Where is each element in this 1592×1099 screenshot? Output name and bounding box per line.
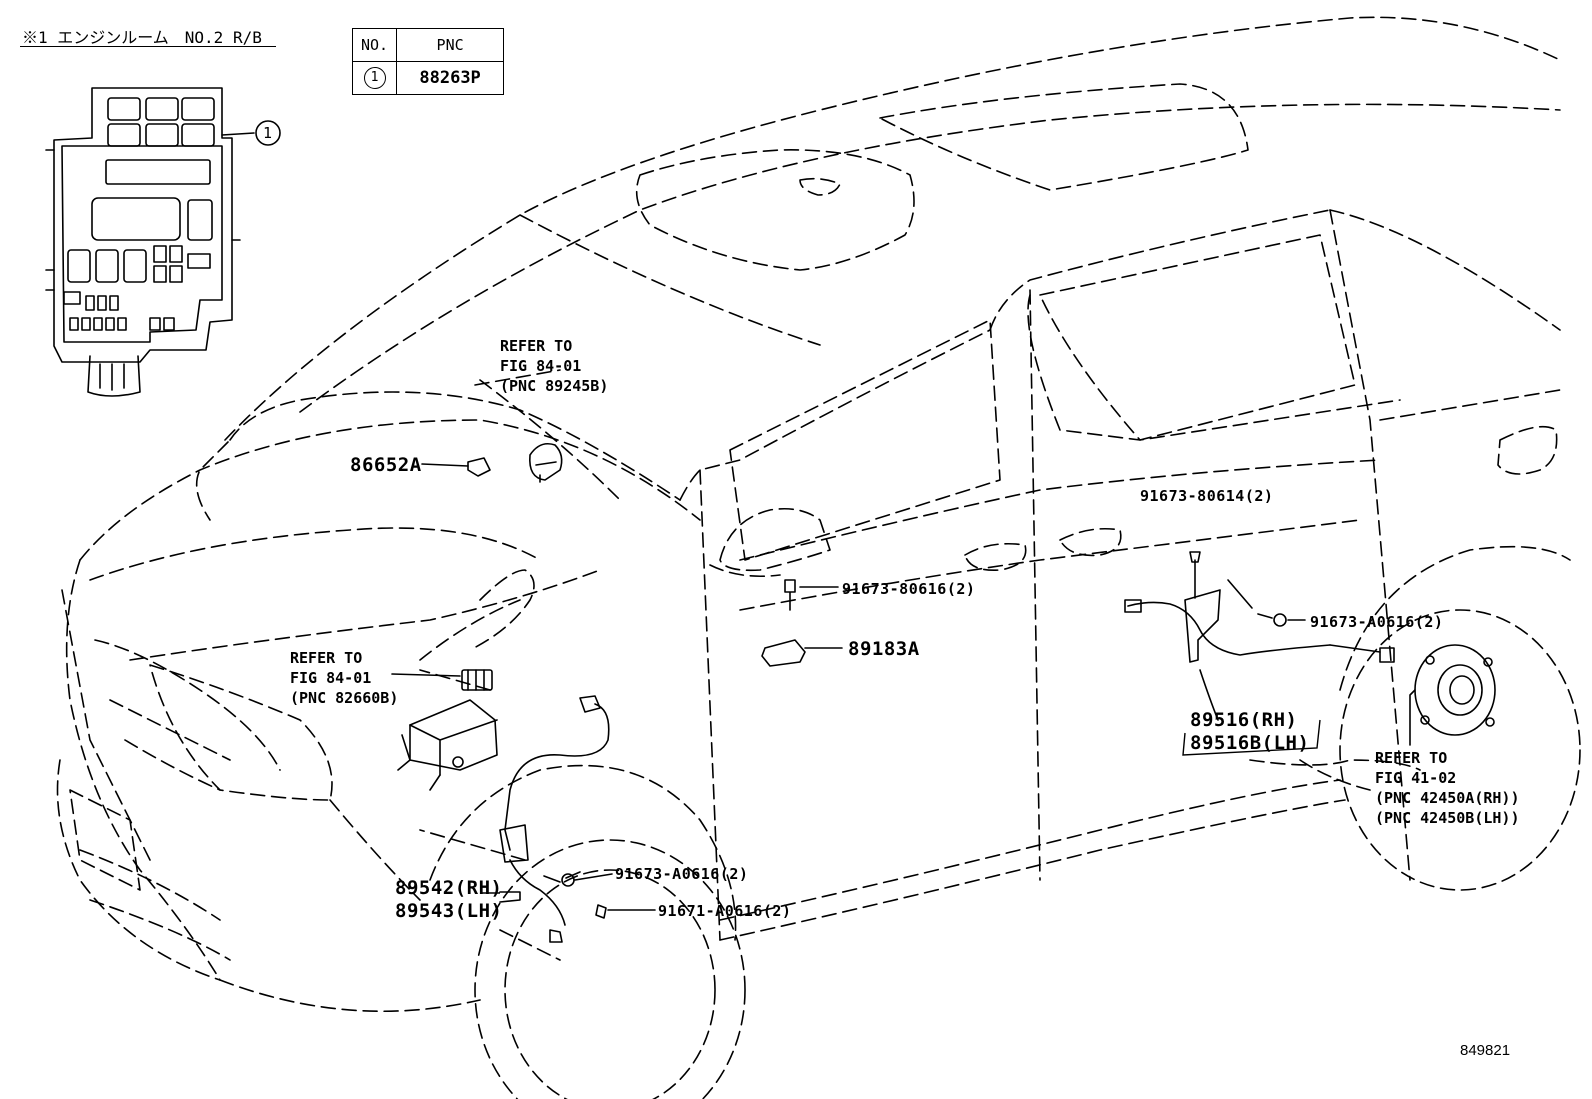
refer-82660b: REFER TO FIG 84-01 (PNC 82660B) xyxy=(290,648,398,708)
engine-room-relay-block-note: ※1 エンジンルーム NO.2 R/B xyxy=(22,28,262,47)
parts xyxy=(391,442,1496,943)
refer-line: FIG 41-02 xyxy=(1375,769,1457,787)
relay-block-inset xyxy=(45,87,281,397)
refer-89245b: REFER TO FIG 84-01 (PNC 89245B) xyxy=(500,336,608,396)
refer-42450: REFER TO FIG 41-02 (PNC 42450A(RH)) (PNC 42… xyxy=(1375,748,1520,828)
row-no: 1 xyxy=(351,61,398,95)
pnc-table: NO. PNC 1 88263P xyxy=(351,28,505,95)
refer-line: (PNC 42450B(LH)) xyxy=(1375,809,1520,827)
row-no-circled: 1 xyxy=(363,67,386,89)
col-no-header: NO. xyxy=(351,28,398,62)
vehicle-outline xyxy=(56,16,1581,1099)
part-89543-lh: 89543(LH) xyxy=(395,900,503,922)
row-pnc: 88263P xyxy=(396,61,505,95)
refer-line: (PNC 42450A(RH)) xyxy=(1375,789,1520,807)
refer-line: REFER TO xyxy=(290,649,363,667)
pnc-table-header: NO. PNC xyxy=(351,28,505,62)
header-underline xyxy=(20,46,276,47)
refer-line: REFER TO xyxy=(1375,749,1448,767)
part-86652a: 86652A xyxy=(350,454,422,476)
refer-line: (PNC 82660B) xyxy=(290,689,399,707)
part-89516b-lh: 89516B(LH) xyxy=(1190,732,1310,754)
part-91673-a0616-front: 91673-A0616(2) xyxy=(615,865,749,883)
refer-line: FIG 84-01 xyxy=(290,669,372,687)
col-pnc-header: PNC xyxy=(396,28,505,62)
part-91673-a0616-rear: 91673-A0616(2) xyxy=(1310,613,1444,631)
part-89542-rh: 89542(RH) xyxy=(395,877,503,899)
refer-line: (PNC 89245B) xyxy=(500,377,609,395)
illustration-id: 849821 xyxy=(1460,1042,1511,1059)
part-91673-80614: 91673-80614(2) xyxy=(1140,487,1274,505)
refer-line: FIG 84-01 xyxy=(500,357,582,375)
refer-line: REFER TO xyxy=(500,337,573,355)
part-89183a: 89183A xyxy=(848,638,920,660)
part-91671-a0616: 91671-A0616(2) xyxy=(658,902,792,920)
part-89516-rh: 89516(RH) xyxy=(1190,709,1298,731)
inset-marker-1: 1 xyxy=(263,124,273,142)
part-91673-80616: 91673-80616(2) xyxy=(842,580,976,598)
pnc-table-row: 1 88263P xyxy=(351,61,505,95)
